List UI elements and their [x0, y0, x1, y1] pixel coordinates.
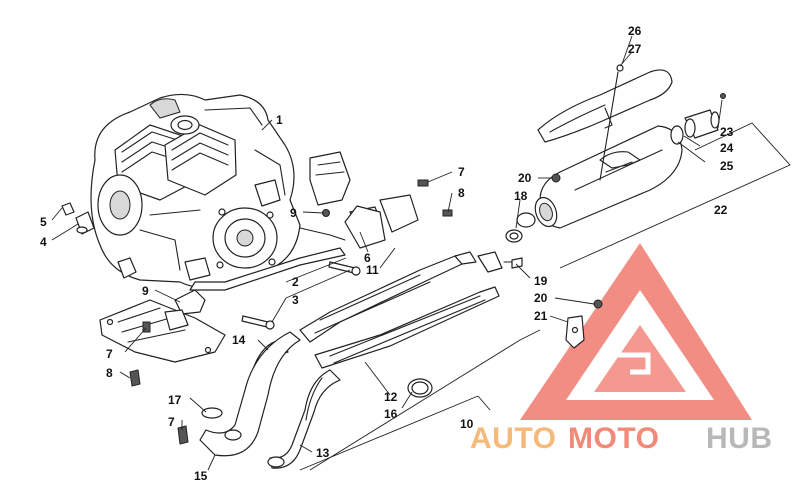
watermark-auto: AUTO [470, 422, 556, 455]
muffler [534, 125, 683, 229]
watermark-logo [520, 243, 752, 420]
callout-14: 14 [232, 333, 246, 347]
engine-assembly [90, 93, 301, 289]
callout-8-shield: 8 [106, 366, 113, 380]
group-brackets [299, 122, 791, 471]
callout-10: 10 [460, 417, 474, 431]
callout-16: 16 [384, 407, 398, 421]
leader-lines [51, 35, 723, 471]
callout-7-upper: 7 [458, 165, 465, 179]
callout-21: 21 [534, 309, 548, 323]
muffler-heat-shield [537, 64, 673, 181]
callout-19: 19 [534, 274, 548, 288]
callout-6: 6 [364, 251, 371, 265]
callout-15: 15 [194, 469, 208, 483]
callout-23: 23 [720, 125, 734, 139]
callout-8-upper: 8 [458, 186, 465, 200]
callout-20-lower: 20 [534, 291, 548, 305]
callout-20-upper: 20 [518, 171, 532, 185]
callout-11: 11 [366, 263, 379, 277]
callout-13: 13 [316, 446, 330, 460]
callout-9-upper: 9 [290, 206, 297, 220]
callout-9-lower: 9 [142, 284, 149, 298]
callout-25: 25 [720, 159, 734, 173]
watermark-moto: MOTO [568, 422, 659, 455]
lower-heat-shield [99, 299, 226, 387]
callout-labels: 1 2 3 4 5 6 7 7 7 8 8 9 9 10 11 12 13 14… [40, 24, 734, 483]
callout-2: 2 [292, 275, 299, 289]
watermark-hub: HUB [706, 422, 773, 455]
engine-mount-bracket [174, 227, 361, 330]
callout-12: 12 [384, 390, 398, 404]
header-pipes [177, 251, 503, 469]
callout-22: 22 [714, 203, 728, 217]
callout-7-shield: 7 [106, 347, 113, 361]
callout-5: 5 [40, 215, 47, 229]
callout-1: 1 [276, 113, 283, 127]
callout-7-lower: 7 [168, 415, 175, 429]
callout-17: 17 [168, 393, 182, 407]
callout-24: 24 [720, 141, 734, 155]
exhaust-flange-upper [309, 151, 453, 249]
spark-arrestor [670, 93, 726, 145]
callout-27: 27 [628, 42, 642, 56]
callout-26: 26 [628, 24, 642, 38]
watermark-text: AUTO MOTO HUB [470, 422, 773, 455]
callout-18: 18 [514, 189, 528, 203]
callout-4: 4 [40, 235, 47, 249]
spacer-and-nut [61, 202, 95, 235]
callout-3: 3 [292, 293, 299, 307]
